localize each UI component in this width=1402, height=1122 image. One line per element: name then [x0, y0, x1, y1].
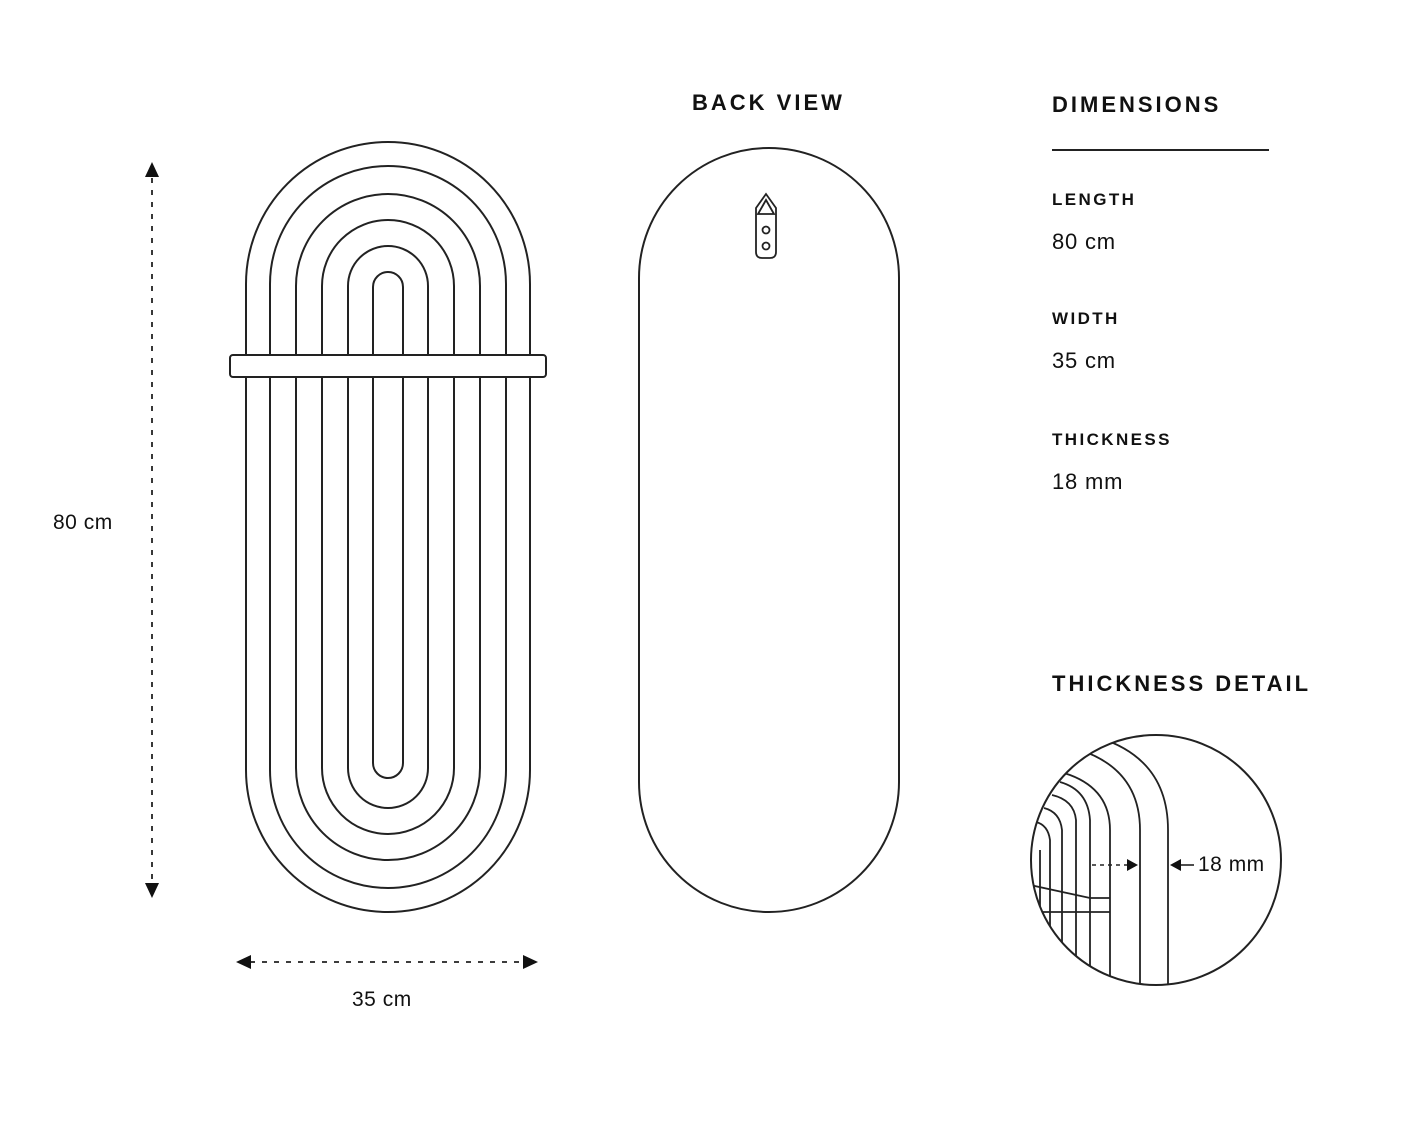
back-view-title: BACK VIEW	[692, 90, 845, 115]
mirror-arch-ring	[347, 245, 429, 809]
thickness-detail-title: THICKNESS DETAIL	[1052, 671, 1312, 696]
mirror-shelf	[229, 354, 547, 378]
width-dimension-label: 35 cm	[352, 988, 412, 1011]
detail-circle-outline	[1030, 734, 1282, 986]
hanging-hook-icon	[755, 192, 777, 259]
height-dimension	[145, 162, 159, 898]
dimension-value-width: 35 cm	[1052, 348, 1116, 373]
mirror-arch-ring	[269, 165, 507, 889]
width-dimension	[236, 955, 538, 969]
dimension-value-thickness: 18 mm	[1052, 469, 1124, 494]
dimension-label-thickness: THICKNESS	[1052, 430, 1172, 449]
mirror-inner-slot	[372, 271, 404, 779]
back-view-mirror	[638, 147, 900, 913]
thickness-detail-zoom	[1030, 734, 1282, 986]
thickness-detail-value: 18 mm	[1198, 853, 1265, 876]
mirror-outer-frame	[245, 141, 531, 913]
dimensions-divider	[1052, 149, 1269, 151]
dimension-label-width: WIDTH	[1052, 309, 1120, 328]
mirror-arch-ring	[321, 219, 455, 835]
back-panel-outline	[638, 147, 900, 913]
height-dimension-label: 80 cm	[53, 511, 113, 534]
dimension-value-length: 80 cm	[1052, 229, 1116, 254]
dimension-label-length: LENGTH	[1052, 190, 1137, 209]
front-view-mirror	[229, 141, 547, 913]
dimensions-title: DIMENSIONS	[1052, 92, 1222, 117]
mirror-arch-ring	[295, 193, 481, 861]
